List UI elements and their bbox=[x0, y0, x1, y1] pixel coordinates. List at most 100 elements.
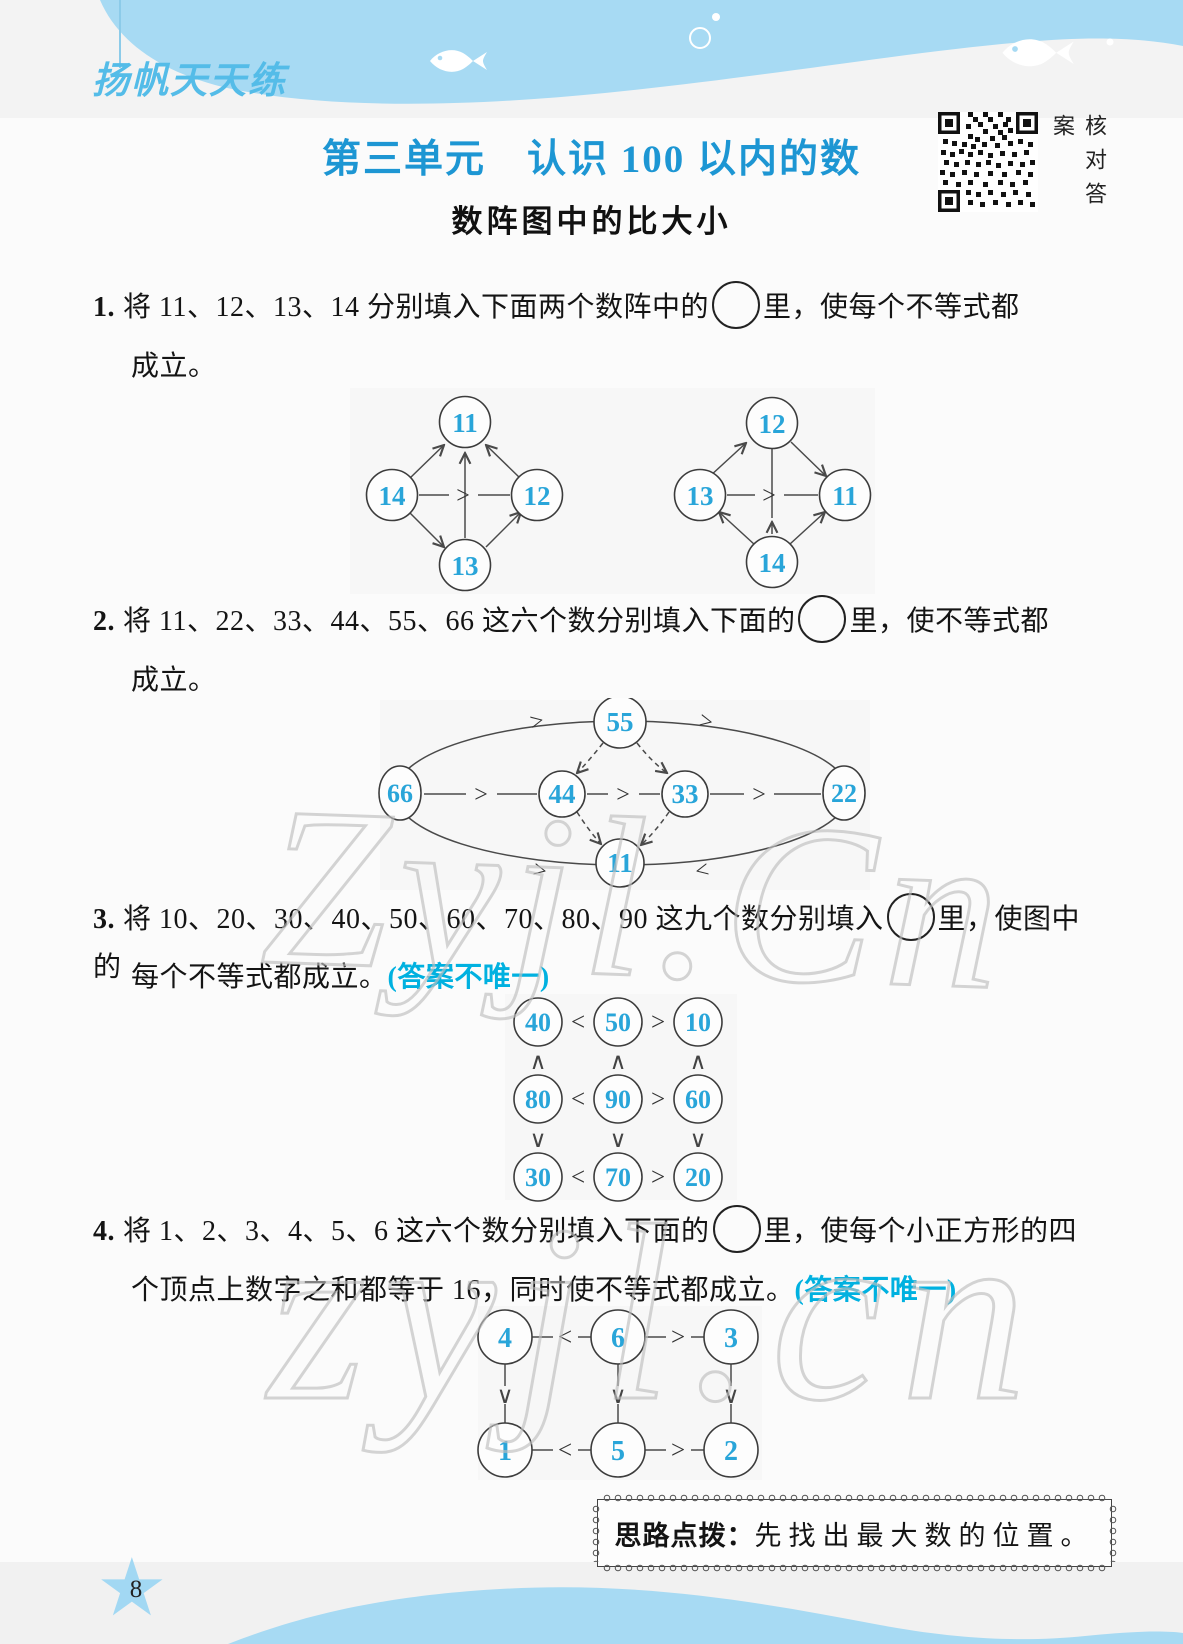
answer-note: (答案不唯一) bbox=[387, 962, 550, 993]
inequality-sign: ∨ bbox=[723, 1383, 740, 1409]
grid-circle-value: 44 bbox=[549, 779, 576, 809]
tip-text: 先找出最大数的位置。 bbox=[754, 1520, 1095, 1551]
problem-4-line-2: 个顶点上数字之和都等于 16，同时使不等式都成立。(答案不唯一) bbox=[131, 1269, 1131, 1313]
answer-blank-circle bbox=[711, 281, 760, 329]
header-wave bbox=[100, 0, 1183, 104]
problem-1-line-2: 成立。 bbox=[131, 351, 217, 382]
grid-circle-value: 6 bbox=[611, 1323, 625, 1354]
inequality-sign: > bbox=[474, 782, 488, 808]
grid-circle-value: 40 bbox=[525, 1008, 551, 1037]
tip-box: 思路点拨： 先找出最大数的位置。 bbox=[591, 1493, 1118, 1573]
answer-note: (答案不唯一) bbox=[794, 1275, 957, 1306]
answer-blank-circle bbox=[798, 595, 847, 643]
lace-border bbox=[591, 1504, 601, 1562]
grid-circle-value: 3 bbox=[724, 1323, 738, 1354]
inequality-sign: > bbox=[697, 708, 716, 736]
problem-text: 将 10、20、30、40、50、60、70、80、90 这九个数分别填入 bbox=[123, 904, 884, 935]
problem-text: 个顶点上数字之和都等于 16，同时使不等式都成立。 bbox=[131, 1275, 795, 1306]
grid-circle-value: 80 bbox=[525, 1085, 551, 1114]
grid-circle-value: 70 bbox=[605, 1163, 631, 1192]
inequality-sign: ∨ bbox=[610, 1127, 627, 1153]
page-number-star: ★ bbox=[96, 1541, 168, 1634]
fish-icon bbox=[1002, 39, 1074, 67]
problem-4-line-1: 4.将 1、2、3、4、5、6 这六个数分别填入下面的里，使每个小正方形的四 bbox=[93, 1205, 1108, 1256]
inequality-sign: > bbox=[671, 1437, 685, 1464]
brand-logo: 扬帆天天练 bbox=[92, 60, 287, 101]
grid-circle-value: 66 bbox=[387, 779, 413, 808]
lace-border bbox=[602, 1563, 1107, 1573]
inequality-sign: ∨ bbox=[497, 1383, 514, 1409]
grid-circle-value: 33 bbox=[672, 779, 699, 809]
problem-number: 1. bbox=[93, 292, 115, 323]
bubble-icon bbox=[712, 13, 720, 21]
problem-1-diagram: > 11 14 12 13 > 12 13 11 14 bbox=[350, 388, 875, 594]
problem-text: 里，使图中的 bbox=[93, 904, 1081, 983]
fish-icon bbox=[430, 50, 487, 72]
grid-circle-value: 60 bbox=[685, 1085, 711, 1114]
unit-title: 第三单元 认识 100 以内的数 bbox=[321, 138, 861, 181]
inequality-sign: ∨ bbox=[690, 1127, 707, 1153]
problem-3-line-2: 每个不等式都成立。(答案不唯一) bbox=[131, 956, 1131, 1000]
grid-circle-value: 12 bbox=[759, 409, 786, 439]
inequality-sign: ∧ bbox=[530, 1049, 547, 1075]
inequality-sign: ∨ bbox=[530, 1127, 547, 1153]
grid-circle-value: 22 bbox=[831, 779, 857, 808]
inequality-sign: > bbox=[651, 1164, 665, 1191]
grid-circle-value: 14 bbox=[759, 548, 786, 578]
problem-number: 3. bbox=[93, 904, 115, 935]
inequality-sign: > bbox=[616, 782, 630, 808]
answer-blank-circle bbox=[886, 893, 935, 941]
grid-circle-value: 11 bbox=[452, 408, 478, 438]
grid-circle-value: 90 bbox=[605, 1085, 631, 1114]
inequality-sign: > bbox=[456, 483, 470, 509]
qr-caption: 核对答案 bbox=[1050, 114, 1107, 216]
grid-circle-value: 13 bbox=[452, 551, 479, 581]
inequality-sign: < bbox=[571, 1009, 585, 1036]
problem-2-line-2: 成立。 bbox=[131, 665, 217, 696]
inequality-sign: < bbox=[558, 1437, 572, 1464]
problem-number: 2. bbox=[93, 606, 115, 637]
inequality-sign: < bbox=[571, 1086, 585, 1113]
inequality-sign: > bbox=[530, 857, 549, 885]
inequality-sign: > bbox=[762, 483, 776, 509]
grid-circle-value: 10 bbox=[685, 1008, 711, 1037]
inequality-sign: > bbox=[752, 782, 766, 808]
grid-circle-value: 1 bbox=[498, 1436, 512, 1467]
problem-3-diagram: 40 < 50 > 10 ∧ ∧ ∧ 80 < 90 > 60 ∨ ∨ ∨ 30… bbox=[505, 994, 737, 1202]
fishing-line-decoration bbox=[119, 0, 121, 68]
problem-3-line-1: 3. 将 10、20、30、40、50、60、70、80、90 这九个数分别填入里… bbox=[93, 893, 1108, 992]
problem-number: 4. bbox=[93, 1216, 115, 1247]
grid-circle-value: 14 bbox=[379, 481, 406, 511]
problem-text: 将 11、12、13、14 分别填入下面两个数阵中的 bbox=[123, 292, 709, 323]
tip-label: 思路点拨： bbox=[614, 1520, 755, 1551]
inequality-sign: > bbox=[651, 1009, 665, 1036]
lace-border bbox=[1108, 1504, 1118, 1562]
grid-circle-value: 55 bbox=[607, 707, 634, 737]
grid-circle-value: 2 bbox=[724, 1436, 738, 1467]
problem-4-diagram: 4 < 6 > 3 ∨ ∨ ∨ 1 < 5 > 2 bbox=[477, 1306, 762, 1480]
answer-blank-circle bbox=[712, 1205, 761, 1253]
inequality-sign: > bbox=[671, 1324, 685, 1351]
footer-wave bbox=[228, 1587, 1183, 1644]
problem-text: 每个不等式都成立。 bbox=[131, 962, 388, 993]
inequality-sign: ∧ bbox=[610, 1049, 627, 1075]
qr-code bbox=[938, 112, 1038, 212]
grid-circle-value: 20 bbox=[685, 1163, 711, 1192]
inequality-sign: < bbox=[693, 857, 712, 885]
lace-border bbox=[602, 1493, 1107, 1503]
problem-text: 将 1、2、3、4、5、6 这六个数分别填入下面的 bbox=[123, 1216, 710, 1247]
problem-text: 里，使每个不等式都 bbox=[762, 292, 1020, 323]
page-number: 8 bbox=[129, 1576, 143, 1603]
grid-circle-value: 4 bbox=[498, 1323, 512, 1354]
problem-2-line-1: 2.将 11、22、33、44、55、66 这六个数分别填入下面的里，使不等式都 bbox=[93, 595, 1108, 646]
grid-circle-value: 12 bbox=[524, 481, 551, 511]
problem-2-diagram: > > > > > > < 66 55 44 33 22 11 bbox=[378, 698, 870, 890]
bubble-icon bbox=[1106, 38, 1114, 46]
lesson-title: 数阵图中的比大小 bbox=[451, 204, 732, 239]
problem-text: 里，使不等式都 bbox=[849, 606, 1049, 637]
problem-1-line-1: 1. 将 11、12、13、14 分别填入下面两个数阵中的 里，使每个不等式都 bbox=[93, 281, 1108, 332]
inequality-sign: ∨ bbox=[610, 1383, 627, 1409]
grid-circle-value: 11 bbox=[832, 481, 858, 511]
inequality-sign: > bbox=[528, 708, 547, 736]
grid-circle-value: 13 bbox=[687, 481, 714, 511]
